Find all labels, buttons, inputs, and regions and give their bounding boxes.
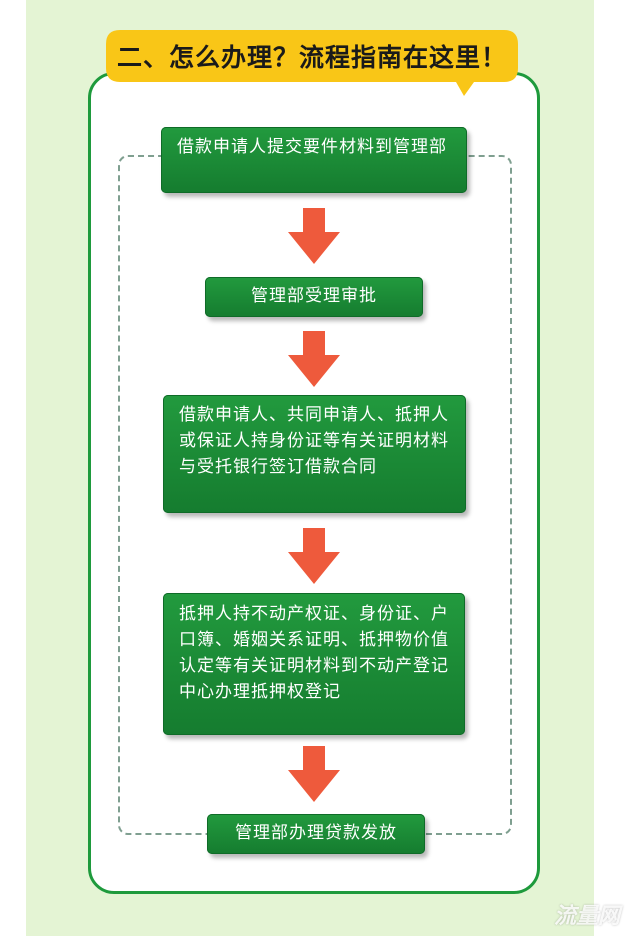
step-2-box: 管理部受理审批 [205,277,423,317]
watermark-logo: 流量网 [553,904,620,929]
down-arrow-icon [288,746,340,802]
down-arrow-icon [288,528,340,584]
speech-bubble-shape [106,30,518,96]
down-arrow-icon [288,331,340,387]
step-2-text: 管理部受理审批 [251,286,377,306]
title-bubble: 二、怎么办理？流程指南在这里！ [96,20,528,98]
step-5-text: 管理部办理贷款发放 [235,823,397,843]
page-title: 二、怎么办理？流程指南在这里！ [116,43,507,72]
step-1-box: 借款申请人提交要件材料到管理部 [161,127,467,193]
step-3-box: 借款申请人、共同申请人、抵押人或保证人持身份证等有关证明材料与受托银行签订借款合… [163,395,466,513]
step-4-box: 抵押人持不动产权证、身份证、户口簿、婚姻关系证明、抵押物价值认定等有关证明材料到… [163,593,465,735]
step-5-box: 管理部办理贷款发放 [207,814,425,854]
step-1-text: 借款申请人提交要件材料到管理部 [177,137,447,157]
step-4-text: 抵押人持不动产权证、身份证、户口簿、婚姻关系证明、抵押物价值认定等有关证明材料到… [179,604,449,702]
down-arrow-icon [288,208,340,264]
step-3-text: 借款申请人、共同申请人、抵押人或保证人持身份证等有关证明材料与受托银行签订借款合… [179,405,449,477]
